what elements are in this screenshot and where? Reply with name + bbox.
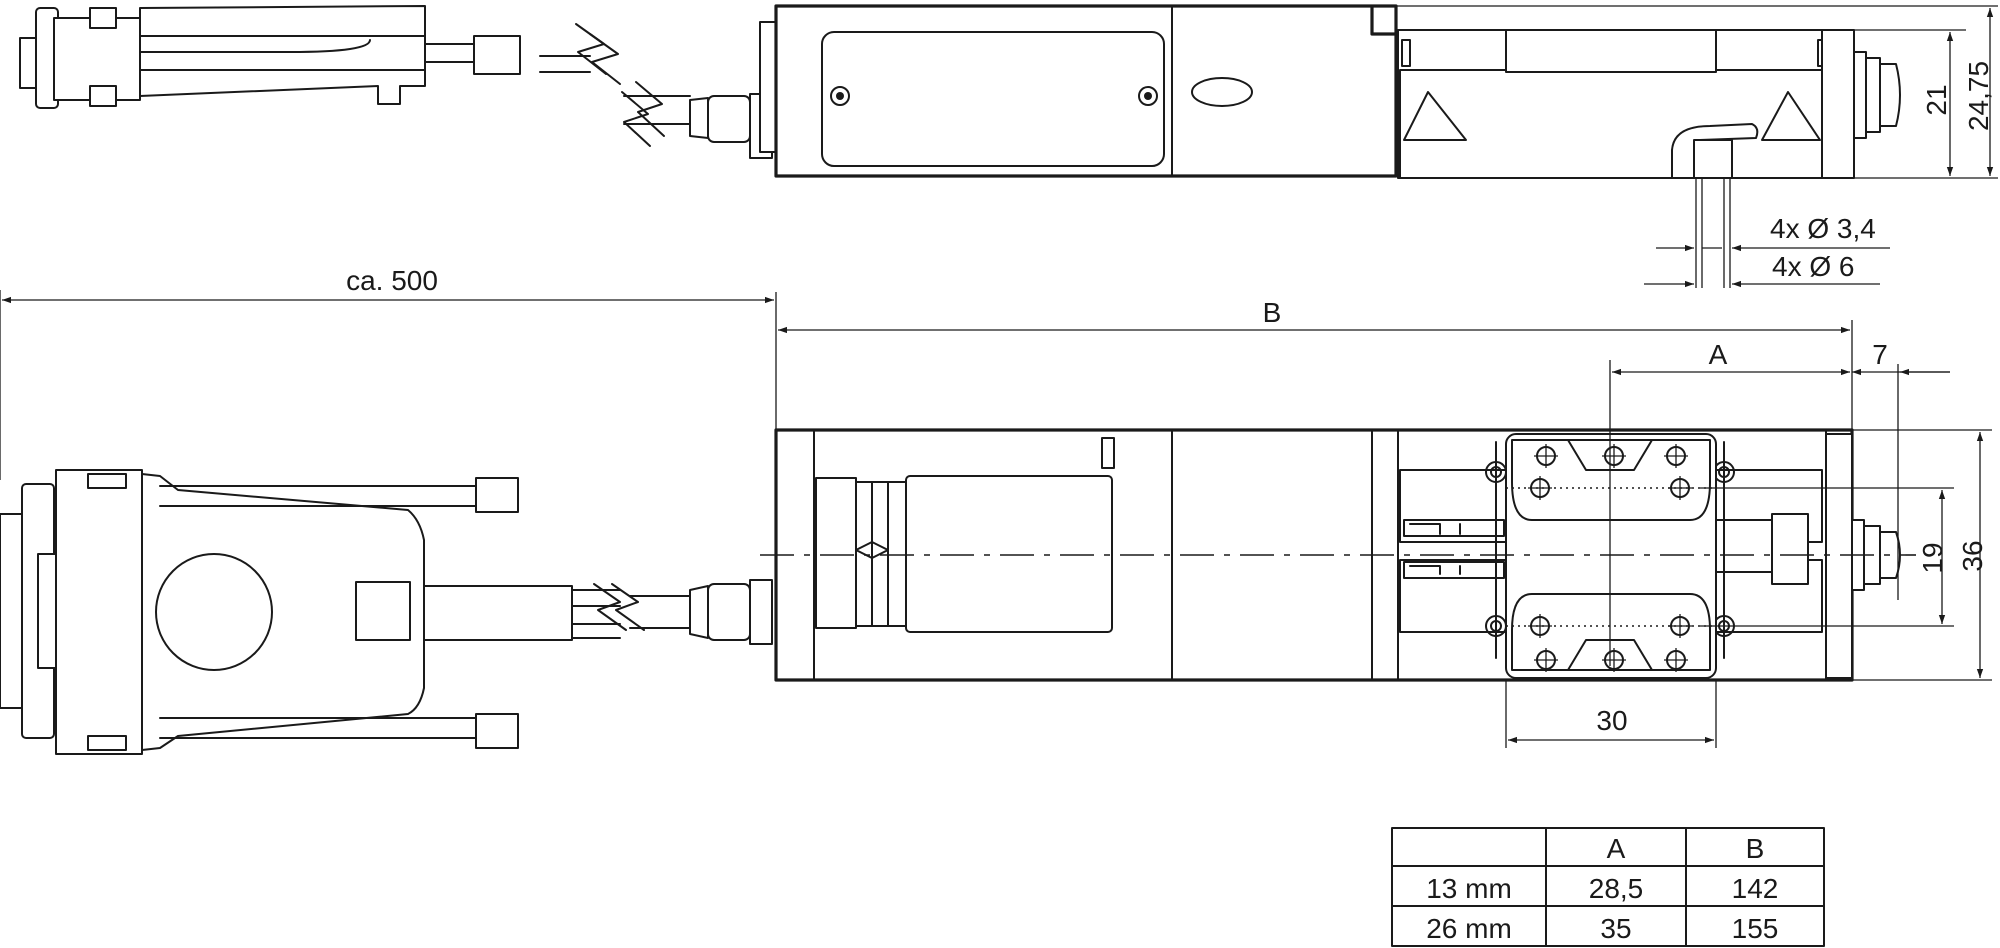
label-hole-small: 4x Ø 3,4 (1770, 213, 1876, 244)
label-height-24-75: 24,75 (1963, 61, 1994, 131)
label-width-19: 19 (1917, 542, 1948, 573)
label-hole-large: 4x Ø 6 (1772, 251, 1854, 282)
table-cell-size: 13 mm (1426, 873, 1512, 904)
table-header-b: B (1746, 833, 1765, 864)
table-cell-a: 28,5 (1589, 873, 1644, 904)
label-length-b: B (1263, 297, 1282, 328)
drive-top-view (760, 428, 1916, 682)
dimension-table: A B 13 mm 28,5 142 26 mm 35 155 (1391, 827, 1825, 947)
label-cable-length: ca. 500 (346, 265, 438, 296)
connector-top-view (0, 469, 773, 755)
drive-side-view (621, 4, 1901, 288)
label-width-36: 36 (1957, 540, 1988, 571)
table-cell-size: 26 mm (1426, 913, 1512, 944)
table-cell-b: 142 (1732, 873, 1779, 904)
table-cell-a: 35 (1600, 913, 1631, 944)
label-height-21: 21 (1921, 84, 1952, 115)
label-length-a: A (1709, 339, 1728, 370)
label-width-30: 30 (1596, 705, 1627, 736)
dimension-lines (0, 5, 1998, 748)
label-offset-7: 7 (1872, 339, 1888, 370)
connector-side-view (19, 5, 621, 109)
dimension-labels: ca. 500 B A 7 30 36 19 21 24,75 4x Ø 3,4… (346, 61, 1994, 736)
table-cell-b: 155 (1732, 913, 1779, 944)
table-header-a: A (1607, 833, 1626, 864)
